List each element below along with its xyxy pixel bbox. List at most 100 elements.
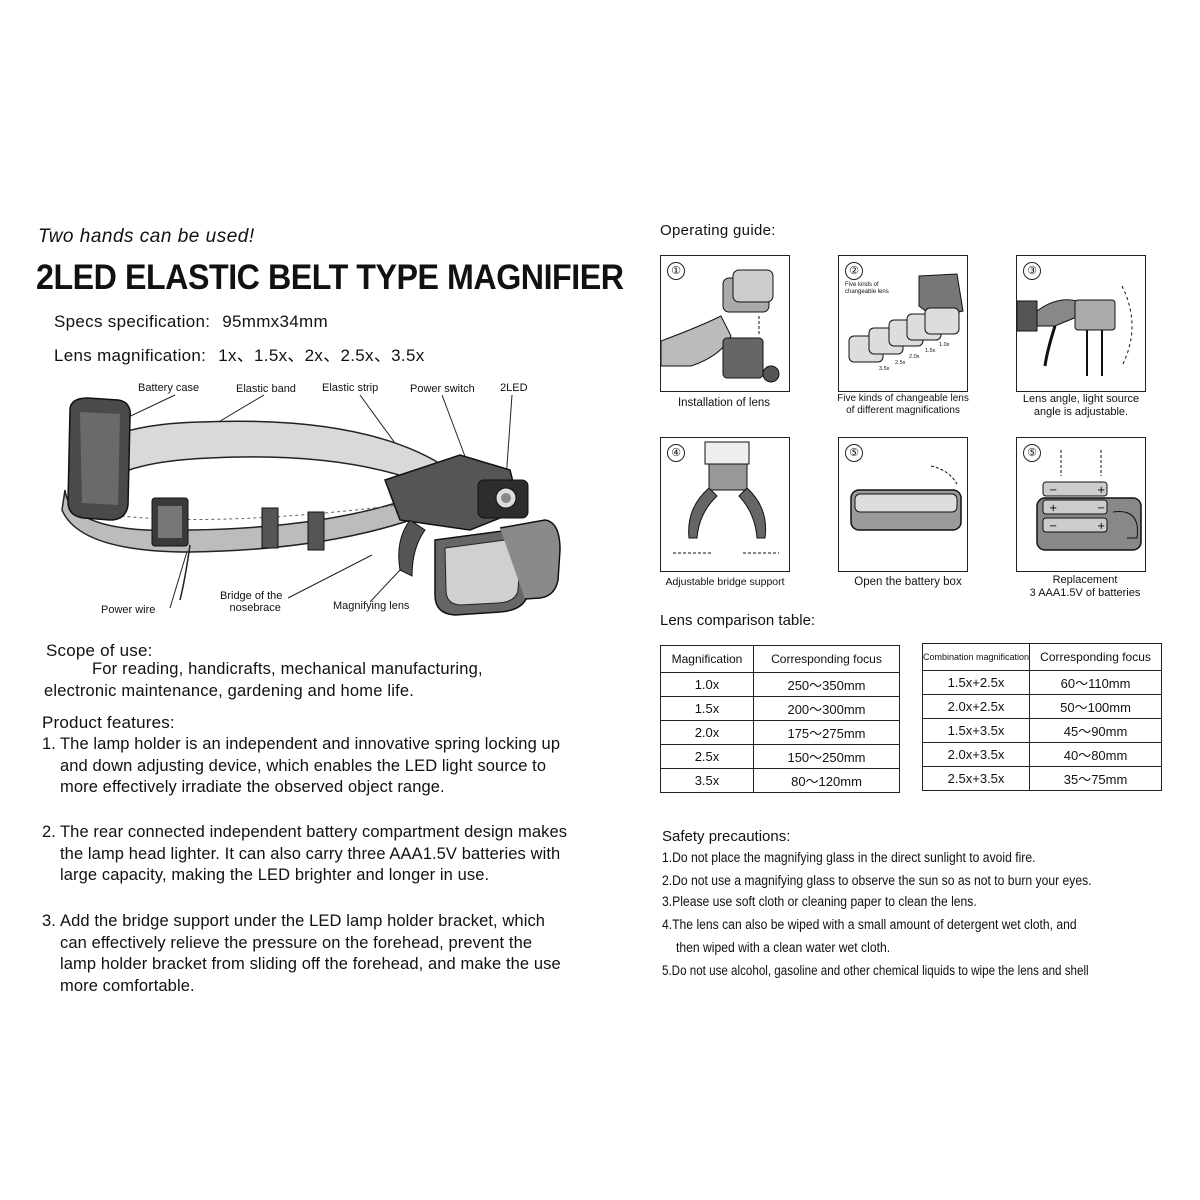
label-elastic-strip: Elastic strip bbox=[322, 382, 379, 394]
product-title: 2LED ELASTIC BELT TYPE MAGNIFIER bbox=[36, 258, 624, 297]
lens-mark: 1.5x bbox=[925, 348, 936, 354]
table-cell: 2.0x+3.5x bbox=[921, 742, 1031, 767]
step-number: ② bbox=[845, 262, 863, 280]
table-header-row: Combination magnification Corresponding … bbox=[921, 643, 1162, 671]
table-cell: 45～90mm bbox=[1029, 718, 1162, 743]
guide-panel-5: ⑤ bbox=[838, 437, 968, 572]
label-elastic-band: Elastic band bbox=[236, 383, 296, 395]
table-heading: Lens comparison table: bbox=[660, 612, 816, 629]
table-cell: 3.5x bbox=[660, 768, 754, 793]
caption-3-line1: Lens angle, light source bbox=[1022, 393, 1140, 405]
scope-heading: Scope of use: bbox=[46, 641, 153, 660]
guide-panel-4: ④ bbox=[660, 437, 790, 572]
specs-label: Specs specification: bbox=[54, 312, 211, 331]
table-cell: 1.5x+2.5x bbox=[921, 670, 1031, 695]
table-cell: 1.0x bbox=[660, 672, 754, 697]
lens-mark: 1.0x bbox=[939, 342, 950, 348]
feature-item-1: 1. The lamp holder is an independent and… bbox=[42, 734, 572, 799]
table-cell: 40～80mm bbox=[1029, 742, 1162, 767]
safety-item-5: 5.Do not use alcohol, gasoline and other… bbox=[662, 963, 1089, 978]
svg-text:+: + bbox=[1097, 485, 1105, 496]
label-bridge: Bridge of the nosebrace bbox=[220, 590, 282, 614]
caption-2-line1: Five kinds of changeable lens bbox=[837, 393, 969, 404]
caption-6-line1: Replacement bbox=[1052, 574, 1118, 586]
table-cell: 2.0x+2.5x bbox=[921, 694, 1031, 719]
step-number: ⑤ bbox=[1023, 444, 1041, 462]
label-magnifying-lens: Magnifying lens bbox=[333, 600, 410, 612]
combination-table: Combination magnification Corresponding … bbox=[921, 643, 1162, 791]
safety-item-2: 2.Do not use a magnifying glass to obser… bbox=[662, 873, 1092, 888]
label-power-switch: Power switch bbox=[410, 383, 475, 395]
caption-5: Open the battery box bbox=[854, 576, 962, 588]
svg-text:+: + bbox=[1049, 503, 1057, 514]
table-cell: 150～250mm bbox=[753, 744, 900, 769]
caption-3-line2: angle is adjustable. bbox=[1033, 406, 1129, 418]
table-cell: 80～120mm bbox=[753, 768, 900, 793]
table-cell: 200～300mm bbox=[753, 696, 900, 721]
lens-mark: 2.0x bbox=[909, 354, 920, 360]
safety-heading: Safety precautions: bbox=[662, 828, 791, 845]
scope-line1: For reading, handicrafts, mechanical man… bbox=[92, 660, 483, 678]
table-header-cell: Corresponding focus bbox=[1029, 643, 1162, 671]
caption-6: Replacement 3 AAA1.5V of batteries bbox=[1005, 574, 1165, 600]
table-cell: 50～100mm bbox=[1029, 694, 1162, 719]
table-cell: 250～350mm bbox=[753, 672, 900, 697]
guide-panel-2: ② Five kinds of changeable lens 3.5x 2.5… bbox=[838, 255, 968, 392]
caption-2-line2: of different magnifications bbox=[846, 405, 960, 416]
safety-item-3: 3.Please use soft cloth or cleaning pape… bbox=[662, 894, 977, 909]
guide-panel-6: ⑤ − + + − − + bbox=[1016, 437, 1146, 572]
table-header-cell: Magnification bbox=[660, 645, 754, 673]
feature-item-2: 2. The rear connected independent batter… bbox=[42, 822, 572, 887]
specs-value: 95mmx34mm bbox=[222, 312, 328, 331]
step-number: ③ bbox=[1023, 262, 1041, 280]
svg-text:+: + bbox=[1097, 521, 1105, 532]
svg-text:−: − bbox=[1097, 503, 1105, 514]
tagline: Two hands can be used! bbox=[38, 226, 255, 247]
operating-guide-heading: Operating guide: bbox=[660, 222, 776, 239]
caption-2: Five kinds of changeable lens of differe… bbox=[833, 393, 973, 417]
table-cell: 1.5x bbox=[660, 696, 754, 721]
table-cell: 1.5x+3.5x bbox=[921, 718, 1031, 743]
safety-item-4-cont: then wiped with a clean water wet cloth. bbox=[676, 940, 891, 955]
feature-text: The lamp holder is an independent and in… bbox=[60, 735, 561, 796]
table-cell: 60～110mm bbox=[1029, 670, 1162, 695]
guide-panel-1: ① bbox=[660, 255, 790, 392]
feature-item-3: 3. Add the bridge support under the LED … bbox=[42, 911, 572, 997]
caption-4: Adjustable bridge support bbox=[665, 576, 785, 588]
lens-row: Lens magnification:1x、1.5x、2x、2.5x、3.5x bbox=[54, 341, 425, 366]
table-header-cell: Corresponding focus bbox=[753, 645, 900, 673]
feature-number: 2. bbox=[42, 823, 56, 841]
step-number: ④ bbox=[667, 444, 685, 462]
scope-line2: electronic maintenance, gardening and ho… bbox=[44, 682, 415, 700]
feature-text: Add the bridge support under the LED lam… bbox=[60, 912, 561, 995]
table-cell: 2.5x+3.5x bbox=[921, 766, 1031, 791]
feature-number: 1. bbox=[42, 735, 56, 753]
specs-row: Specs specification: 95mmx34mm bbox=[54, 312, 328, 332]
guide-panel-3: ③ bbox=[1016, 255, 1146, 392]
changeable-lens-drawing bbox=[848, 273, 964, 363]
svg-text:−: − bbox=[1049, 521, 1057, 532]
lens-value: 1x、1.5x、2x、2.5x、3.5x bbox=[218, 346, 425, 365]
step-number: ⑤ bbox=[845, 444, 863, 462]
label-2led: 2LED bbox=[500, 382, 528, 394]
table-cell: 2.0x bbox=[660, 720, 754, 745]
table-header-row: Magnification Corresponding focus bbox=[660, 645, 900, 673]
label-battery-case: Battery case bbox=[138, 382, 200, 394]
inner-lens-label: Five kinds of changeable lens bbox=[845, 282, 889, 295]
table-cell: 175～275mm bbox=[753, 720, 900, 745]
headband-illustration bbox=[61, 394, 561, 616]
caption-3: Lens angle, light source angle is adjust… bbox=[1006, 393, 1156, 419]
lens-install-drawing bbox=[661, 269, 780, 383]
caption-6-line2: 3 AAA1.5V of batteries bbox=[1029, 587, 1141, 599]
step-number: ① bbox=[667, 262, 685, 280]
feature-text: The rear connected independent battery c… bbox=[60, 823, 568, 884]
